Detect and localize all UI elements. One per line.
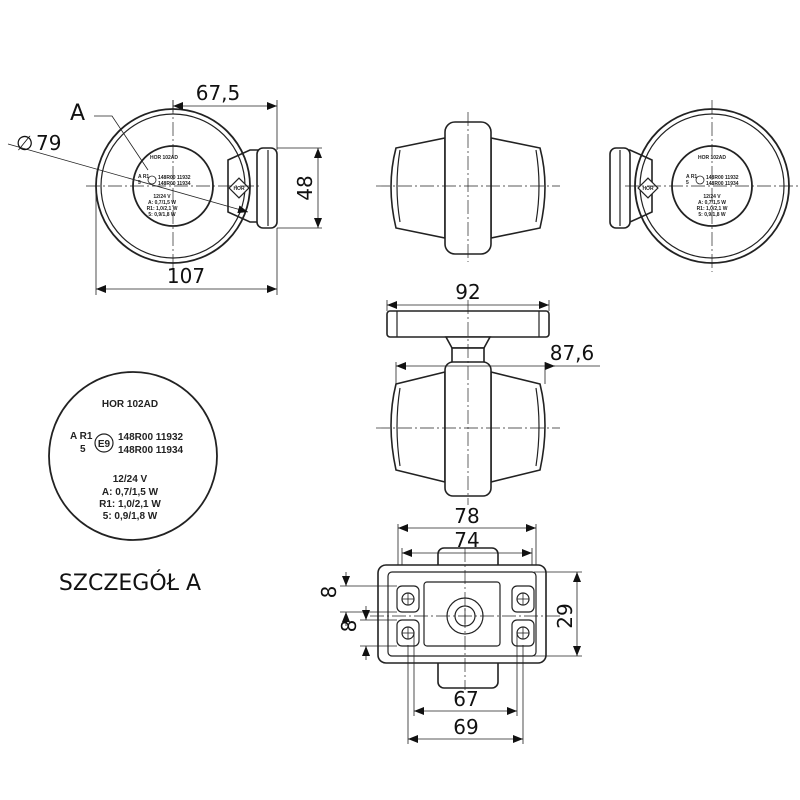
small-approval2-right: 148R00 11934 — [706, 181, 739, 187]
small-voltage-left: 12/24 V — [153, 194, 171, 200]
dim-78: 78 — [454, 504, 479, 528]
svg-text:E9: E9 — [98, 439, 111, 450]
small-approval1-right: 148R00 11932 — [706, 175, 739, 181]
right-side-view: HOR HOR 102AD A R1 5 148R00 11932 148R00… — [609, 100, 798, 272]
diameter-symbol: ∅ — [16, 131, 33, 155]
top-view: 92 87,6 — [376, 280, 600, 505]
small-power-a-left: A: 0,7/1,5 W — [148, 200, 176, 206]
hor-badge-left: HOR — [228, 177, 250, 199]
detail-model: HOR 102AD — [102, 399, 158, 410]
small-approval2-left: 148R00 11934 — [158, 181, 191, 187]
hor-badge-right: HOR — [637, 177, 659, 199]
small-power-s-left: 5: 0,9/1,8 W — [148, 212, 176, 218]
dim-74: 74 — [454, 528, 479, 552]
detail-voltage: 12/24 V — [113, 474, 148, 485]
small-class-right: A R1 — [686, 174, 697, 180]
dim-8-upper: 8 — [317, 586, 341, 599]
detail-approval2: 148R00 11934 — [118, 445, 184, 456]
small-model-left: HOR 102AD — [150, 155, 178, 161]
dim-67: 67 — [453, 687, 478, 711]
dim-92: 92 — [455, 280, 480, 304]
left-side-view: HOR HOR 102AD A R1 5 148R00 11932 148R00… — [7, 81, 322, 295]
dim-67-5: 67,5 — [196, 81, 241, 105]
detail-a-lens: HOR 102AD A R1 5 E9 148R00 11932 148R00 … — [48, 371, 218, 541]
small-approval1-left: 148R00 11932 — [158, 175, 191, 181]
dim-8-lower: 8 — [337, 620, 361, 633]
small-class-left: A R1 — [138, 174, 149, 180]
dim-69: 69 — [453, 715, 478, 739]
svg-text:HOR: HOR — [233, 186, 245, 192]
detail-power-a: A: 0,7/1,5 W — [102, 487, 159, 498]
small-class2-left: 5 — [138, 180, 141, 186]
detail-class-line2: 5 — [80, 444, 86, 455]
detail-class-line1: A R1 — [70, 431, 93, 442]
detail-ref-a: A — [70, 101, 85, 126]
detail-approval1: 148R00 11932 — [118, 432, 184, 443]
center-front-view — [376, 112, 560, 262]
small-power-r1-right: R1: 1,0/2,1 W — [697, 206, 728, 212]
detail-caption: SZCZEGÓŁ A — [59, 570, 201, 596]
svg-text:HOR: HOR — [642, 186, 654, 192]
dim-107: 107 — [167, 264, 205, 288]
dim-29: 29 — [553, 603, 577, 628]
dim-87-6: 87,6 — [550, 341, 595, 365]
small-class2-right: 5 — [686, 180, 689, 186]
bottom-view: 78 74 29 8 8 67 69 — [317, 504, 582, 744]
dim-48: 48 — [293, 175, 317, 200]
small-power-a-right: A: 0,7/1,5 W — [698, 200, 726, 206]
dim-79: 79 — [36, 131, 61, 155]
detail-power-s: 5: 0,9/1,8 W — [103, 511, 158, 522]
detail-power-r1: R1: 1,0/2,1 W — [99, 499, 161, 510]
small-power-r1-left: R1: 1,0/2,1 W — [147, 206, 178, 212]
e-mark-icon: E9 — [94, 433, 114, 453]
